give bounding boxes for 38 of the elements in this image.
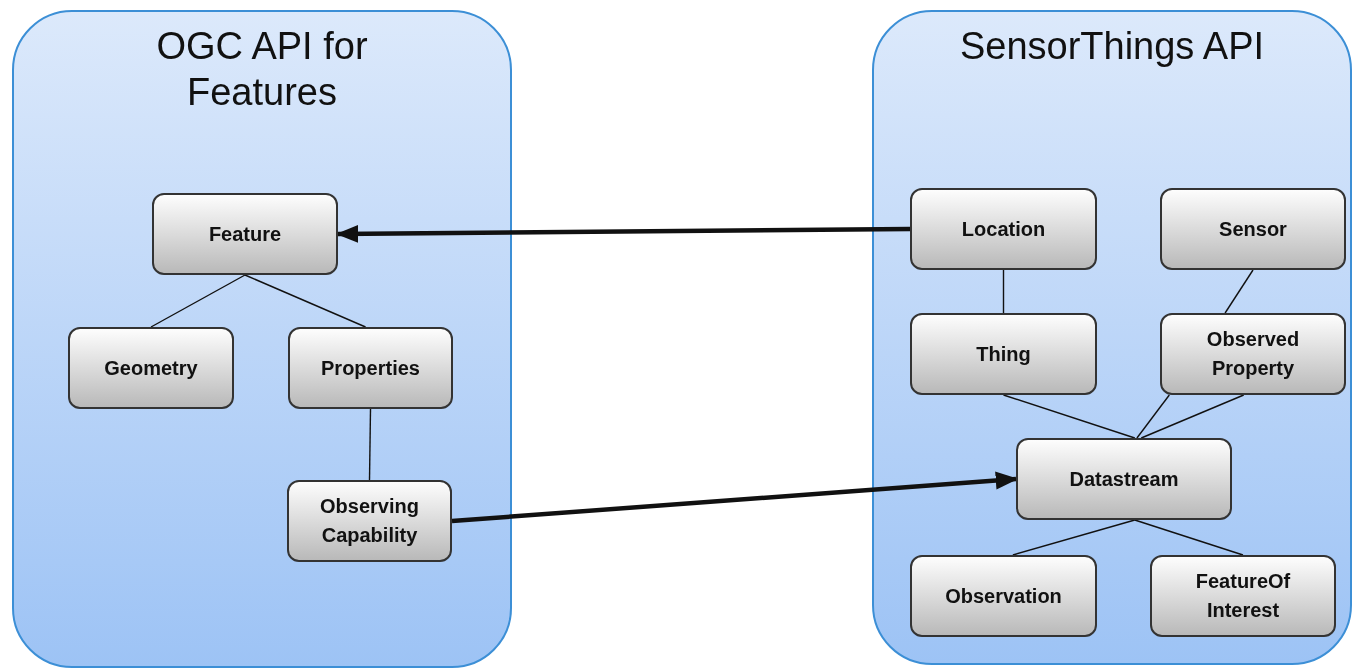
entity-box <box>910 555 1097 637</box>
connector-line <box>1224 269 1254 314</box>
group-title: SensorThings API <box>959 24 1265 69</box>
entity-box <box>68 327 234 409</box>
entity-box <box>1016 438 1232 520</box>
group-title: OGC API for Features <box>155 24 369 115</box>
group-panel <box>872 10 1352 665</box>
entity-label: Location <box>961 216 1046 242</box>
group-panel <box>12 10 512 668</box>
entity-box <box>287 480 452 562</box>
entity-label: Feature <box>208 221 282 247</box>
entity-box <box>1160 313 1346 395</box>
entity-box <box>288 327 453 409</box>
connector-line <box>244 274 367 328</box>
arrow <box>451 471 1019 524</box>
connector-line <box>150 274 246 328</box>
entity-box <box>152 193 338 275</box>
connector-line <box>368 408 372 481</box>
connector-line <box>1136 394 1170 439</box>
entity-box <box>1160 188 1346 270</box>
entity-label: Datastream <box>1069 466 1179 492</box>
connector-line <box>1002 394 1136 439</box>
arrow <box>335 224 910 243</box>
connector-line <box>1012 519 1136 556</box>
entity-label: FeatureOf Interest <box>1194 569 1292 623</box>
entity-box <box>910 313 1097 395</box>
entity-label: Observed Property <box>1205 327 1301 381</box>
entity-label: Geometry <box>104 355 198 381</box>
connector-line <box>1002 269 1005 314</box>
entity-label: Sensor <box>1219 216 1287 242</box>
entity-label: Properties <box>321 355 420 381</box>
entity-label: Observation <box>945 583 1062 609</box>
entity-box <box>1150 555 1336 637</box>
entity-label: Observing Capability <box>319 494 420 548</box>
entity-box <box>910 188 1097 270</box>
entity-label: Thing <box>976 341 1031 367</box>
connector-line <box>1134 519 1244 556</box>
connector-line <box>1140 394 1245 439</box>
